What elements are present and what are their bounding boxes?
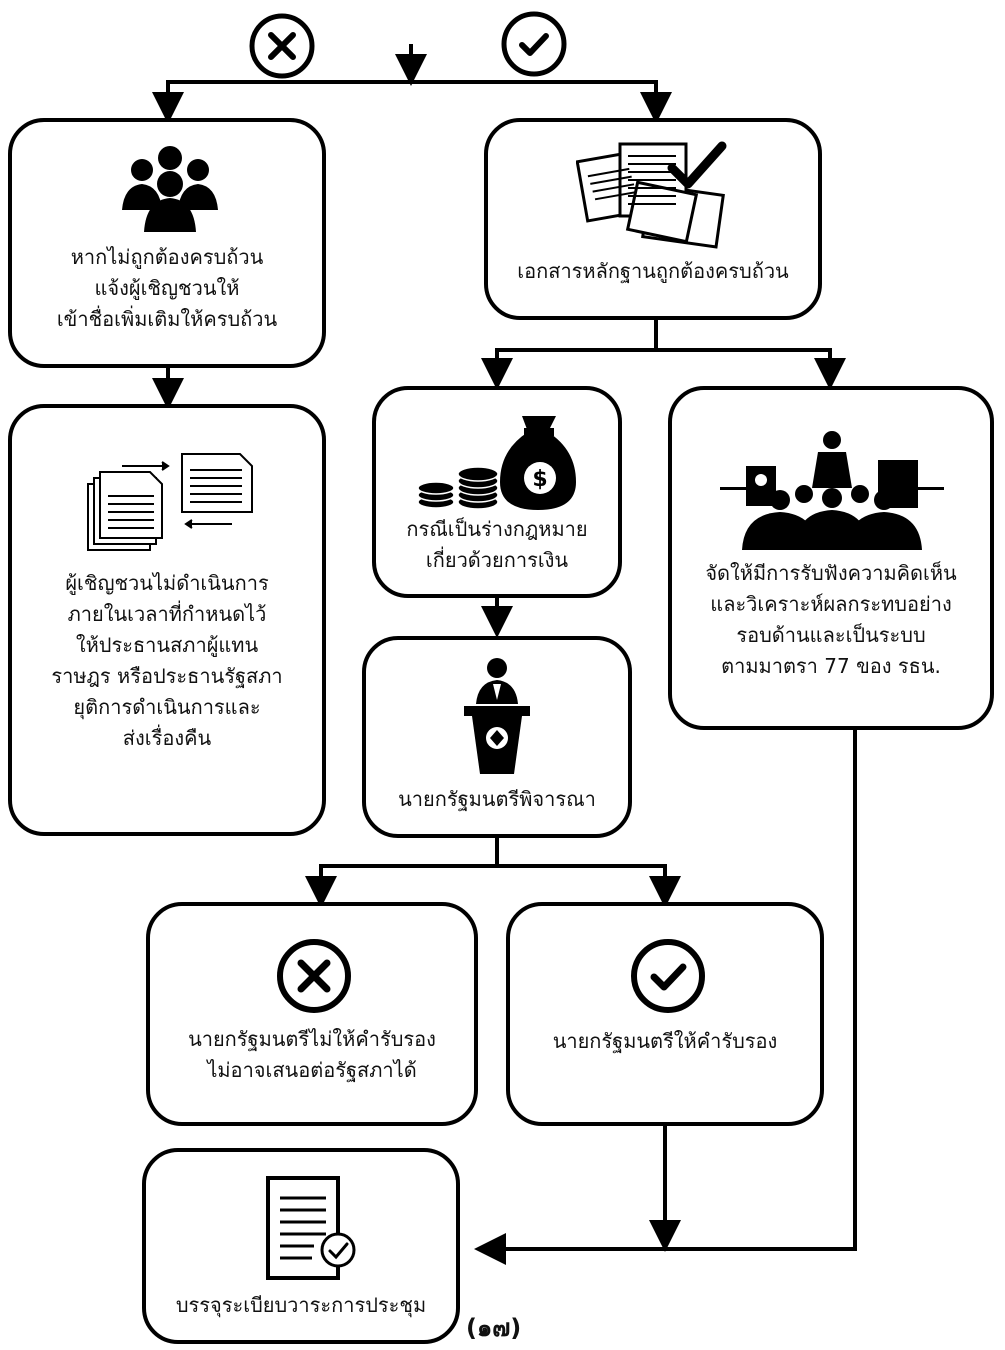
pm-consider-text: นายกรัฐมนตรีพิจารณา <box>398 787 596 811</box>
box-pm-approve: นายกรัฐมนตรีให้คำรับรอง <box>506 902 824 1126</box>
podium-speaker-icon <box>464 658 530 774</box>
box-complete: เอกสารหลักฐานถูกต้องครบถ้วน <box>484 118 822 320</box>
agenda-text: บรรจุระเบียบวาระการประชุม <box>175 1293 427 1317</box>
people-group-icon <box>122 146 218 232</box>
connector-complete-split <box>495 348 832 370</box>
hearing-text: จัดให้มีการรับฟังความคิดเห็น และวิเคราะห… <box>705 561 957 678</box>
documents-check-icon <box>576 141 727 249</box>
finance-bill-text: กรณีเป็นร่างกฎหมาย เกี่ยวด้วยการเงิน <box>406 517 588 572</box>
checklist-document-icon <box>266 1176 356 1280</box>
box-finance-bill: $ กรณีเป็นร่างกฎหมาย เกี่ยวด้วยการเงิน <box>372 386 622 598</box>
money-bag-icon: $ <box>417 416 576 510</box>
document-exchange-icon <box>87 453 253 551</box>
complete-text: เอกสารหลักฐานถูกต้องครบถ้วน <box>517 259 789 283</box>
box-pm-reject: นายกรัฐมนตรีไม่ให้คำรับรอง ไม่อาจเสนอต่อ… <box>146 902 478 1126</box>
incomplete-text: หากไม่ถูกต้องครบถ้วน แจ้งผู้เชิญชวนให้ เ… <box>56 245 278 331</box>
box-incomplete: หากไม่ถูกต้องครบถ้วน แจ้งผู้เชิญชวนให้ เ… <box>8 118 326 368</box>
box-pm-consider: นายกรัฐมนตรีพิจารณา <box>362 636 632 838</box>
public-hearing-icon <box>720 431 944 550</box>
pm-reject-text: นายกรัฐมนตรีไม่ให้คำรับรอง ไม่อาจเสนอต่อ… <box>188 1027 436 1082</box>
box-agenda: บรรจุระเบียบวาระการประชุม <box>142 1148 460 1344</box>
page-number: (๑๗) <box>466 1314 522 1342</box>
check-circle-icon <box>501 11 567 77</box>
svg-text:$: $ <box>532 467 547 492</box>
no-action-text: ผู้เชิญชวนไม่ดำเนินการ ภายในเวลาที่กำหนด… <box>51 571 283 750</box>
pm-approve-text: นายกรัฐมนตรีให้คำรับรอง <box>552 1029 778 1053</box>
x-circle-icon <box>277 939 351 1013</box>
connector-hearing-agenda <box>500 730 857 1251</box>
box-hearing: จัดให้มีการรับฟังความคิดเห็น และวิเคราะห… <box>668 386 994 730</box>
x-circle-icon <box>249 13 315 79</box>
box-no-action: ผู้เชิญชวนไม่ดำเนินการ ภายในเวลาที่กำหนด… <box>8 404 326 836</box>
check-circle-icon <box>631 939 705 1013</box>
connector-pm-split <box>319 864 667 890</box>
connector-top-split <box>166 80 658 104</box>
